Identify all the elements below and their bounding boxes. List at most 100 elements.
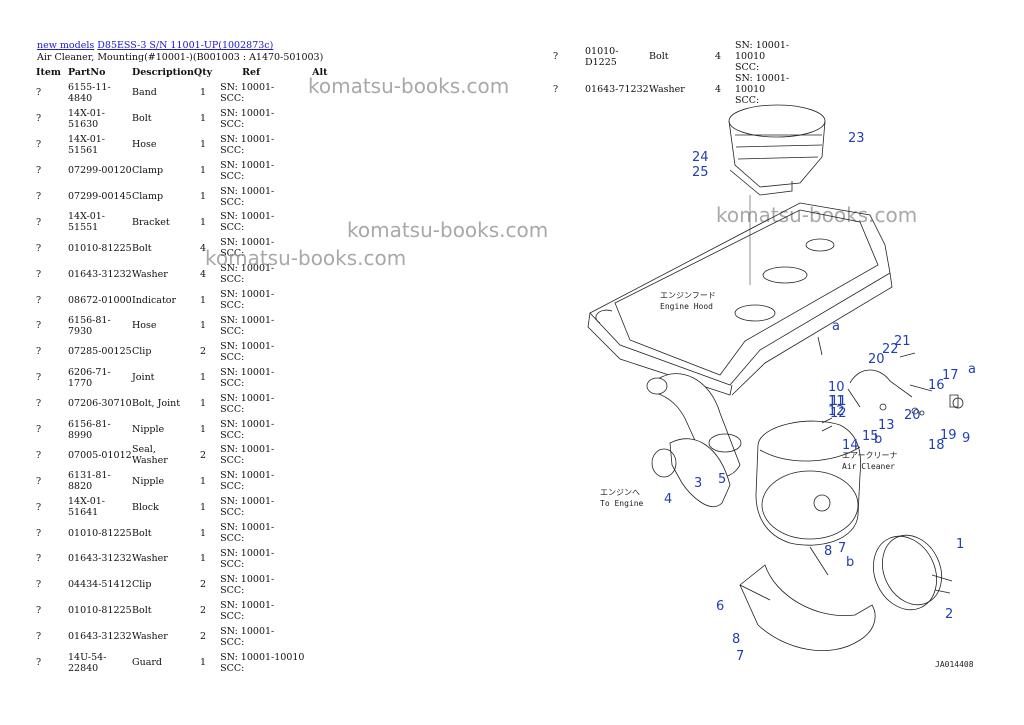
cell-description: Washer (649, 84, 685, 95)
cell-ref: SN: 10001-SCC: (212, 80, 312, 106)
callout-label: 16 (928, 378, 945, 393)
ref-serial: SN: 10001- (220, 547, 275, 559)
cell-description: Bolt (132, 242, 152, 254)
cell-partno: 07285-00125 (68, 346, 132, 358)
cell-description: Bolt (132, 527, 152, 539)
parts-table: Item PartNo Description Qty Ref Alt ?615… (36, 65, 342, 675)
cell-partno: 14X-01-51641 (68, 496, 106, 519)
cell-item: ? (36, 87, 42, 99)
breadcrumb-link-model[interactable]: D85ESS-3 S/N 11001-UP(1002873c) (97, 40, 274, 51)
cell-partno: 6156-81-8990 (68, 418, 111, 441)
callout-label: 14 (842, 438, 859, 453)
ref-scc: SCC: (220, 481, 245, 493)
cell-qty: 2 (199, 605, 207, 617)
callout-label: 1 (956, 537, 964, 552)
fittings-drawing (821, 352, 964, 432)
cell-item: ? (36, 424, 42, 436)
callout-label: 5 (718, 472, 726, 487)
cell-qty: 1 (199, 165, 207, 177)
cell-qty: 1 (199, 501, 207, 513)
cell-qty: 1 (199, 424, 207, 436)
callout-label: 8 (824, 544, 832, 559)
cell-partno: 14X-01-51551 (68, 211, 106, 234)
cell-partno: 01010-81225 (68, 242, 132, 254)
cell-qty: 2 (199, 631, 207, 643)
page-subtitle: Air Cleaner, Mounting(#10001-)(B001003 :… (37, 52, 324, 63)
cell-alt (312, 650, 342, 676)
cell-qty: 1 (199, 294, 207, 306)
ref-scc: SCC: (220, 403, 245, 415)
cell-ref: SN: 10001-SCC: (212, 417, 312, 443)
cell-description: Hose (132, 320, 157, 332)
cell-ref: SN: 10001-SCC: (212, 209, 312, 235)
cell-item: ? (36, 139, 42, 151)
ref-scc: SCC: (220, 377, 245, 389)
ref-scc: SCC: (735, 62, 760, 73)
hose-drawing (646, 373, 742, 508)
ref-scc: SCC: (220, 248, 245, 260)
cell-partno: 07206-30710 (68, 398, 132, 410)
header-item: Item (36, 67, 61, 78)
cell-partno: 07005-01012 (68, 449, 132, 461)
cell-item: ? (36, 165, 42, 177)
cell-alt (312, 442, 342, 468)
callout-label: 2 (945, 607, 953, 622)
cell-ref: SN: 10001-SCC: (212, 365, 312, 391)
ref-serial: SN: 10001- (220, 159, 275, 171)
cell-qty: 1 (199, 527, 207, 539)
cell-item: ? (36, 346, 42, 358)
ref-serial: SN: 10001- (220, 599, 275, 611)
cell-item: ? (553, 51, 559, 62)
cell-item: ? (36, 113, 42, 125)
ref-serial: SN: 10001- (220, 444, 275, 456)
cell-qty: 1 (199, 475, 207, 487)
cell-description: Nipple (132, 475, 165, 487)
cell-description: Washer (132, 268, 168, 280)
cell-alt (312, 546, 342, 572)
air-cleaner-drawing (755, 420, 861, 546)
callout-letter-a: a (968, 362, 976, 377)
ref-serial: SN: 10001-10010 (735, 40, 790, 62)
ref-scc: SCC: (220, 584, 245, 596)
cell-ref: SN: 10001-SCC: (212, 468, 312, 494)
cell-partno: 07299-00145 (68, 191, 132, 202)
air-cleaner-label-jp: エアークリーナ (842, 451, 898, 460)
cell-qty: 1 (199, 398, 207, 410)
cell-partno: 6206-71-1770 (68, 366, 111, 389)
ref-serial: SN: 10001- (220, 392, 275, 404)
cell-ref: SN: 10001-SCC: (212, 520, 312, 546)
ref-scc: SCC: (220, 429, 245, 441)
cell-alt (312, 106, 342, 132)
callout-label: 20 (868, 352, 885, 367)
cell-description: Washer (132, 553, 168, 565)
cell-item: ? (36, 320, 42, 332)
breadcrumb-link-new-models[interactable]: new models (37, 40, 95, 51)
header-alt: Alt (312, 67, 328, 78)
callout-label: 13 (878, 418, 895, 433)
cell-qty: 2 (199, 449, 207, 461)
cell-description: Bolt (649, 51, 669, 62)
cell-description: Bolt, Joint (132, 398, 181, 410)
cell-ref: SN: 10001-SCC: (212, 132, 312, 158)
engine-hood-label: Engine Hood (660, 302, 713, 311)
cell-ref: SN: 10001-SCC: (212, 572, 312, 598)
cell-description: Washer (132, 631, 168, 643)
ref-serial: SN: 10001- (220, 340, 275, 352)
precleaner-drawing (728, 104, 826, 285)
cell-alt (312, 184, 342, 210)
watermark: komatsu-books.com (308, 74, 510, 98)
ref-serial: SN: 10001- (220, 263, 275, 275)
callout-letter-a: a (832, 319, 840, 334)
cell-alt (312, 391, 342, 417)
cell-partno: 14X-01-51630 (68, 107, 106, 130)
cell-ref: SN: 10001-SCC: (212, 339, 312, 365)
cell-item: ? (36, 191, 42, 202)
cell-description: Indicator (132, 294, 177, 306)
ref-serial: SN: 10001- (220, 573, 275, 585)
cell-description: Nipple (132, 424, 165, 436)
